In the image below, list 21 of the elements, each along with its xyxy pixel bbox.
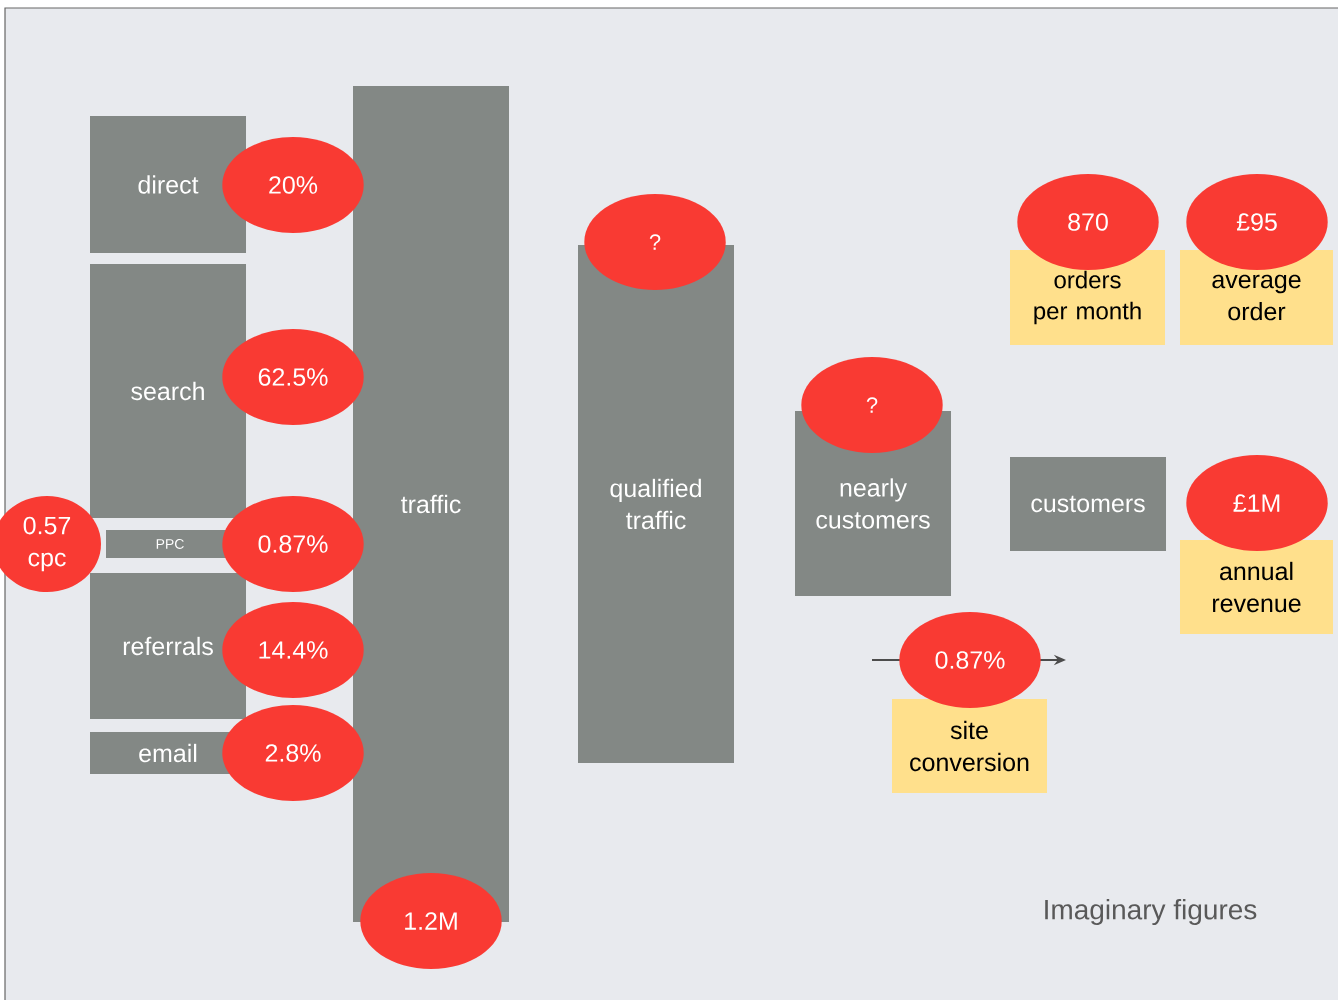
stage-box: direct (90, 116, 246, 253)
stage-box: customers (1010, 457, 1166, 551)
value-bubble: 0.87% (222, 496, 364, 592)
stage-box: referrals (90, 573, 246, 719)
value-bubble: £1M (1186, 455, 1328, 551)
value-bubble: 1.2M (360, 873, 502, 969)
note-text: Imaginary figures (1045, 898, 1257, 926)
note-box: site conversion (892, 699, 1047, 793)
value-bubble: 62.5% (222, 329, 364, 425)
value-bubble: 14.4% (222, 602, 364, 698)
value-bubble: £95 (1186, 174, 1328, 270)
value-bubble: 2.8% (222, 705, 364, 801)
value-bubble: 20% (222, 137, 364, 233)
value-bubble: 0.87% (899, 612, 1041, 708)
value-bubble: ? (801, 357, 943, 453)
note-box: annual revenue (1180, 540, 1333, 634)
value-bubble: 0.57 cpc (0, 496, 101, 592)
stage-box: search (90, 264, 246, 518)
value-bubble: ? (584, 194, 726, 290)
stage-box: PPC (106, 530, 234, 558)
value-bubble: 870 (1017, 174, 1159, 270)
